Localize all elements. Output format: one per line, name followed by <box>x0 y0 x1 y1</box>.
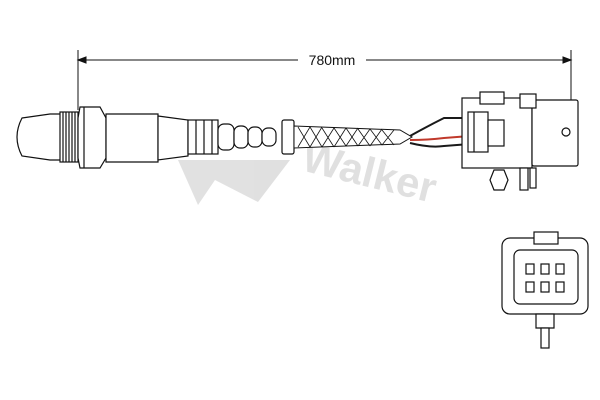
connector-face-icon <box>501 231 589 349</box>
watermark-chevron-shape <box>178 160 290 205</box>
connector-cap <box>531 99 579 167</box>
wire-red <box>409 135 471 141</box>
oxygen-sensor-icon <box>16 106 295 169</box>
sensor-hex-nut <box>77 106 107 169</box>
connector-wires <box>409 117 471 148</box>
sensor-barrel <box>105 113 159 163</box>
sensor-crimp <box>187 119 219 155</box>
cable-clip <box>281 119 295 155</box>
sensor-tip <box>16 113 63 161</box>
connector-clip <box>489 169 509 191</box>
braided-cable <box>293 125 413 149</box>
dimension-arrow-left <box>76 56 87 64</box>
sensor-shield <box>157 115 189 161</box>
connector-pins <box>525 263 565 293</box>
dimension-arrow-right <box>562 56 573 64</box>
dimension-label: 780mm <box>309 52 356 68</box>
wire-black <box>409 117 462 137</box>
connector-face-inner <box>513 249 579 305</box>
connector-plug-icon <box>461 91 579 191</box>
